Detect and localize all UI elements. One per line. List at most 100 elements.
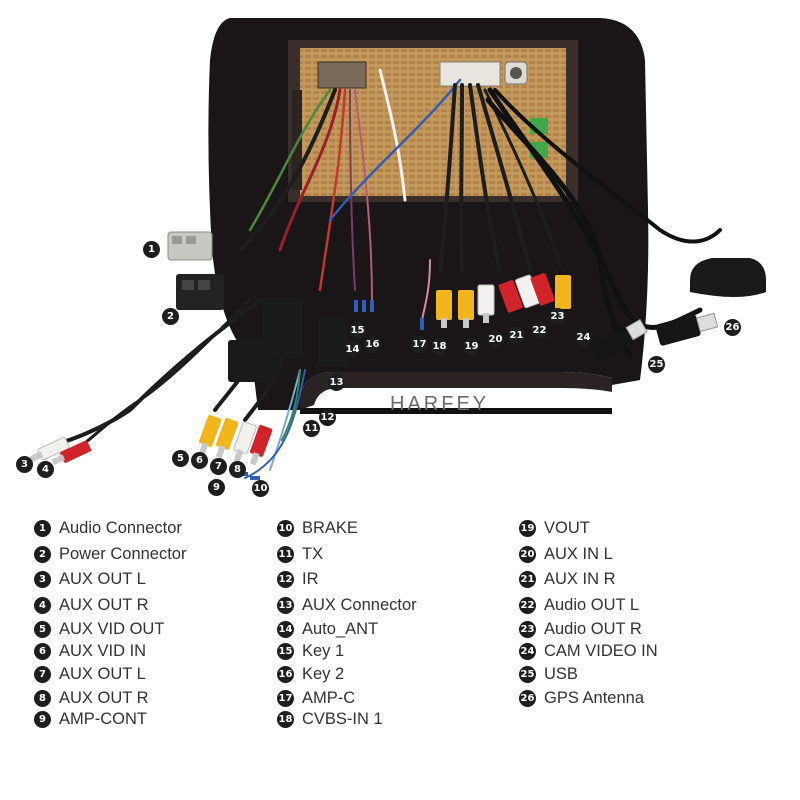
callout-22: 22: [531, 322, 548, 339]
audio-connector: [167, 231, 213, 261]
legend-item: 14 Auto_ANT: [277, 619, 378, 639]
legend-item: 9 AMP-CONT: [34, 709, 147, 729]
callout-4: 4: [37, 461, 54, 478]
legend-label: TX: [302, 544, 324, 563]
legend-item: 16 Key 2: [277, 664, 344, 684]
legend-number: 22: [519, 596, 536, 614]
legend-label: Auto_ANT: [302, 619, 379, 638]
legend-label: AUX OUT L: [59, 569, 146, 588]
legend-number: 20: [519, 545, 536, 563]
legend-label: AMP-CONT: [59, 709, 147, 728]
legend-number: 16: [277, 665, 294, 683]
legend-item: 11 TX: [277, 544, 323, 564]
legend-label: AMP-C: [302, 688, 356, 707]
legend-label: BRAKE: [302, 518, 358, 537]
legend-item: 2 Power Connector: [34, 544, 186, 564]
legend-number: 21: [519, 570, 536, 588]
legend-number: 3: [34, 570, 51, 588]
usb-plugs: [591, 312, 719, 362]
callout-13: 13: [328, 374, 345, 391]
callout-25: 25: [648, 356, 665, 373]
legend-number: 6: [34, 642, 51, 660]
legend-number: 23: [519, 620, 536, 638]
legend-number: 4: [34, 596, 51, 614]
legend-number: 12: [277, 570, 294, 588]
legend-item: 17 AMP-C: [277, 688, 355, 708]
legend-number: 17: [277, 689, 294, 707]
power-connector: [176, 274, 224, 310]
callout-26: 26: [724, 319, 741, 336]
legend-label: Audio Connector: [59, 518, 182, 537]
callout-18: 18: [431, 338, 448, 355]
legend-item: 25 USB: [519, 664, 578, 684]
rca-plugs-right: [436, 273, 571, 328]
legend-number: 1: [34, 519, 51, 537]
callout-21: 21: [508, 327, 525, 344]
legend-item: 13 AUX Connector: [277, 595, 417, 615]
callout-5: 5: [172, 450, 189, 467]
legend-number: 18: [277, 710, 294, 728]
legend-item: 8 AUX OUT R: [34, 688, 149, 708]
legend-item: 3 AUX OUT L: [34, 569, 146, 589]
legend-label: AUX IN L: [544, 544, 613, 563]
legend-item: 7 AUX OUT L: [34, 664, 146, 684]
legend-label: CVBS-IN 1: [302, 709, 383, 728]
legend-label: AUX OUT R: [59, 688, 149, 707]
rca-plugs-left: [29, 414, 273, 466]
legend-number: 10: [277, 519, 294, 537]
legend-label: AUX IN R: [544, 569, 616, 588]
legend-item: 6 AUX VID IN: [34, 641, 146, 661]
legend-label: USB: [544, 664, 578, 683]
legend-number: 9: [34, 710, 51, 728]
legend-item: 18 CVBS-IN 1: [277, 709, 383, 729]
legend-number: 13: [277, 596, 294, 614]
legend-number: 7: [34, 665, 51, 683]
legend-label: Audio OUT R: [544, 619, 642, 638]
legend-item: 15 Key 1: [277, 641, 344, 661]
callout-2: 2: [162, 308, 179, 325]
legend-number: 15: [277, 642, 294, 660]
legend-label: IR: [302, 569, 319, 588]
legend-label: Key 1: [302, 641, 345, 660]
legend-number: 11: [277, 545, 294, 563]
legend-label: VOUT: [544, 518, 590, 537]
legend-label: AUX VID OUT: [59, 619, 165, 638]
callout-10: 10: [252, 480, 269, 497]
legend-item: 4 AUX OUT R: [34, 595, 149, 615]
legend-item: 23 Audio OUT R: [519, 619, 642, 639]
gps-antenna: [690, 258, 766, 297]
legend-label: CAM VIDEO IN: [544, 641, 658, 660]
legend-number: 8: [34, 689, 51, 707]
legend-item: 24 CAM VIDEO IN: [519, 641, 658, 661]
rear-panel: [288, 40, 578, 202]
legend-item: 1 Audio Connector: [34, 518, 182, 538]
brand-watermark: HARFEY: [390, 393, 489, 415]
legend-label: AUX OUT L: [59, 664, 146, 683]
legend-item: 20 AUX IN L: [519, 544, 613, 564]
legend-item: 21 AUX IN R: [519, 569, 616, 589]
aux-connector: [228, 298, 348, 382]
legend-item: 26 GPS Antenna: [519, 688, 644, 708]
legend-label: Audio OUT L: [544, 595, 640, 614]
legend-number: 25: [519, 665, 536, 683]
callout-6: 6: [191, 452, 208, 469]
legend-label: GPS Antenna: [544, 688, 644, 707]
callout-7: 7: [210, 458, 227, 475]
legend-item: 22 Audio OUT L: [519, 595, 639, 615]
callout-3: 3: [16, 456, 33, 473]
legend-number: 5: [34, 620, 51, 638]
legend-number: 19: [519, 519, 536, 537]
head-unit-wiring-illustration: HARFEY: [29, 18, 766, 480]
callout-24: 24: [575, 329, 592, 346]
callout-20: 20: [487, 331, 504, 348]
legend-item: 12 IR: [277, 569, 319, 589]
legend-label: AUX VID IN: [59, 641, 147, 660]
legend-number: 2: [34, 545, 51, 563]
callout-15: 15: [349, 322, 366, 339]
legend-number: 14: [277, 620, 294, 638]
callout-19: 19: [463, 338, 480, 355]
legend-number: 26: [519, 689, 536, 707]
legend-item: 10 BRAKE: [277, 518, 358, 538]
legend-label: Key 2: [302, 664, 345, 683]
callout-12: 12: [319, 409, 336, 426]
